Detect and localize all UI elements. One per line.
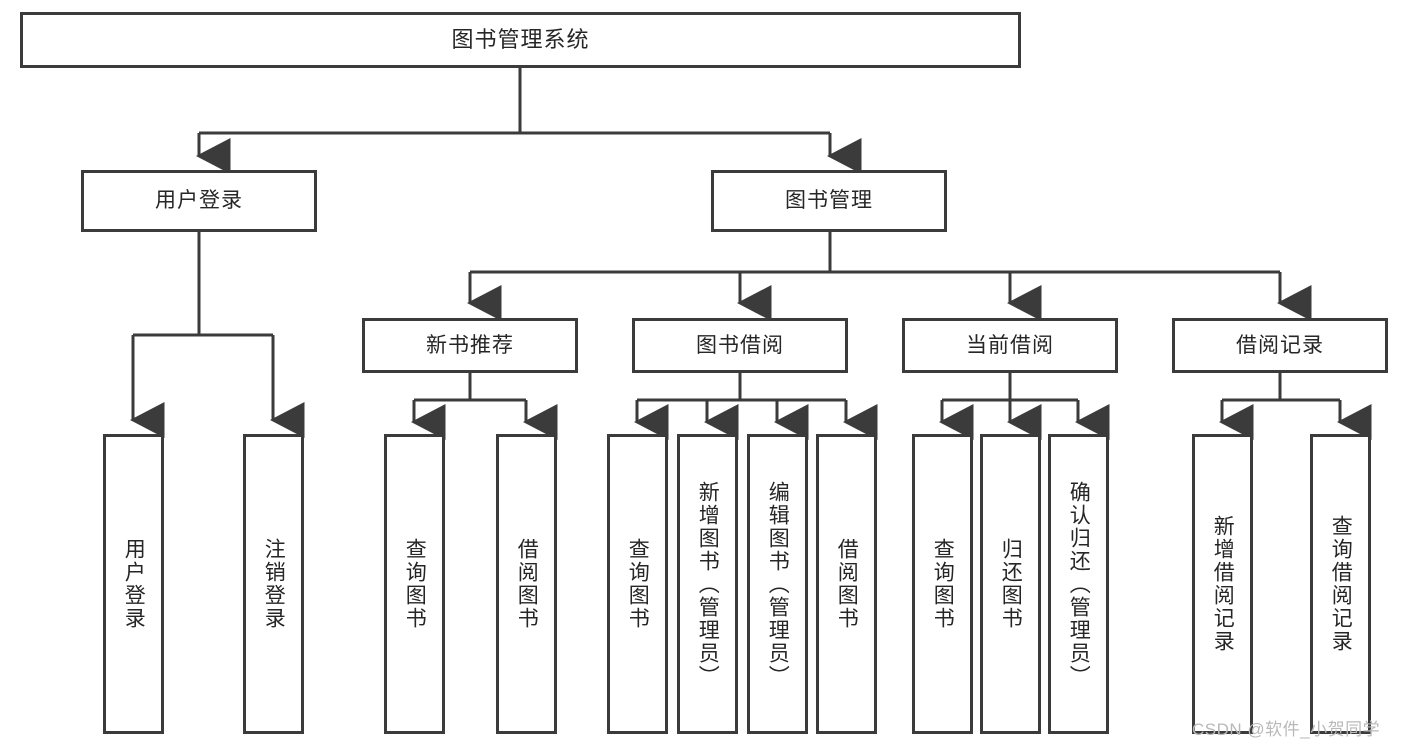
leaf-record-query-record[interactable]: 查询借阅记录 xyxy=(1310,434,1371,734)
node-label: 注销登录 xyxy=(262,538,286,630)
node-label: 新增图书（管理员） xyxy=(696,480,720,688)
node-label: 新书推荐 xyxy=(426,333,514,357)
leaf-record-add-record[interactable]: 新增借阅记录 xyxy=(1192,434,1253,734)
node-label: 确认归还（管理员） xyxy=(1067,480,1091,688)
node-label: 图书借阅 xyxy=(696,333,784,357)
node-new-book-recommend[interactable]: 新书推荐 xyxy=(362,318,578,373)
leaf-recommend-borrow-book[interactable]: 借阅图书 xyxy=(496,434,557,734)
node-label: 新增借阅记录 xyxy=(1211,515,1235,653)
node-label: 图书管理 xyxy=(785,189,873,213)
node-label: 编辑图书（管理员） xyxy=(766,480,790,688)
leaf-current-query-book[interactable]: 查询图书 xyxy=(912,434,973,734)
node-label: 用户登录 xyxy=(155,189,243,213)
leaf-user-login-signin[interactable]: 用户登录 xyxy=(103,434,164,734)
node-label: 借阅记录 xyxy=(1236,333,1324,357)
leaf-current-return-book[interactable]: 归还图书 xyxy=(980,434,1041,734)
node-label: 用户登录 xyxy=(122,538,146,630)
leaf-recommend-query-book[interactable]: 查询图书 xyxy=(384,434,445,734)
node-label: 查询图书 xyxy=(931,538,955,630)
leaf-current-confirm-return-admin[interactable]: 确认归还（管理员） xyxy=(1048,434,1109,734)
node-label: 查询借阅记录 xyxy=(1329,515,1353,653)
node-user-login[interactable]: 用户登录 xyxy=(81,170,317,232)
node-label: 查询图书 xyxy=(626,538,650,630)
node-label: 借阅图书 xyxy=(835,538,859,630)
leaf-user-login-signout[interactable]: 注销登录 xyxy=(243,434,304,734)
node-label: 查询图书 xyxy=(403,538,427,630)
leaf-borrow-add-book-admin[interactable]: 新增图书（管理员） xyxy=(677,434,738,734)
leaf-borrow-query-book[interactable]: 查询图书 xyxy=(607,434,668,734)
node-label: 当前借阅 xyxy=(966,333,1054,357)
node-book-management[interactable]: 图书管理 xyxy=(711,170,947,232)
node-label: 图书管理系统 xyxy=(451,26,590,52)
leaf-borrow-borrow-book[interactable]: 借阅图书 xyxy=(816,434,877,734)
leaf-borrow-edit-book-admin[interactable]: 编辑图书（管理员） xyxy=(747,434,808,734)
node-label: 归还图书 xyxy=(999,538,1023,630)
node-borrow-record[interactable]: 借阅记录 xyxy=(1172,318,1388,373)
node-current-borrow[interactable]: 当前借阅 xyxy=(902,318,1118,373)
node-root-system[interactable]: 图书管理系统 xyxy=(20,12,1021,68)
node-book-borrow[interactable]: 图书借阅 xyxy=(632,318,848,373)
node-label: 借阅图书 xyxy=(515,538,539,630)
